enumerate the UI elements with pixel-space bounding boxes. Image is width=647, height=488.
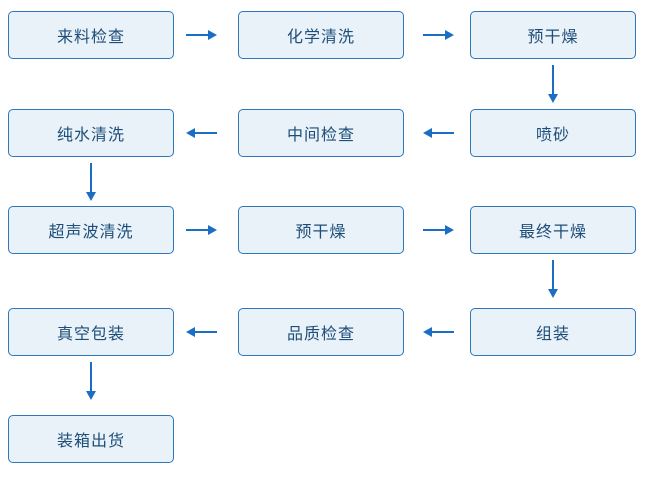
arrow-down-icon (548, 260, 558, 298)
arrow-left-icon (423, 128, 454, 138)
node-chemical-cleaning: 化学清洗 (238, 11, 404, 59)
node-label: 中间检查 (286, 127, 355, 144)
node-label: 品质检查 (286, 326, 355, 343)
node-label: 预干燥 (527, 29, 579, 46)
node-label: 化学清洗 (286, 29, 355, 46)
arrow-down-icon (86, 163, 96, 201)
node-label: 最终干燥 (518, 224, 587, 241)
arrow-right-icon (186, 30, 217, 40)
node-quality-inspection: 品质检查 (238, 308, 404, 356)
node-intermediate-inspection: 中间检查 (238, 109, 404, 157)
arrow-left-icon (186, 128, 217, 138)
node-final-drying: 最终干燥 (470, 206, 636, 254)
node-label: 组装 (535, 326, 570, 343)
node-incoming-inspection: 来料检查 (8, 11, 174, 59)
node-label: 真空包装 (56, 326, 125, 343)
node-label: 来料检查 (56, 29, 125, 46)
node-label: 预干燥 (295, 224, 347, 241)
arrow-right-icon (423, 225, 454, 235)
node-packing-shipping: 装箱出货 (8, 415, 174, 463)
node-assembly: 组装 (470, 308, 636, 356)
node-pure-water-cleaning: 纯水清洗 (8, 109, 174, 157)
node-sandblasting: 喷砂 (470, 109, 636, 157)
arrow-left-icon (186, 327, 217, 337)
node-label: 喷砂 (535, 127, 570, 144)
arrow-right-icon (423, 30, 454, 40)
arrow-left-icon (423, 327, 454, 337)
arrow-down-icon (548, 65, 558, 103)
node-pre-drying-1: 预干燥 (470, 11, 636, 59)
node-label: 装箱出货 (56, 433, 125, 450)
node-vacuum-packaging: 真空包装 (8, 308, 174, 356)
arrow-down-icon (86, 362, 96, 400)
node-ultrasonic-cleaning: 超声波清洗 (8, 206, 174, 254)
node-label: 超声波清洗 (48, 224, 134, 241)
arrow-right-icon (186, 225, 217, 235)
node-label: 纯水清洗 (56, 127, 125, 144)
node-pre-drying-2: 预干燥 (238, 206, 404, 254)
